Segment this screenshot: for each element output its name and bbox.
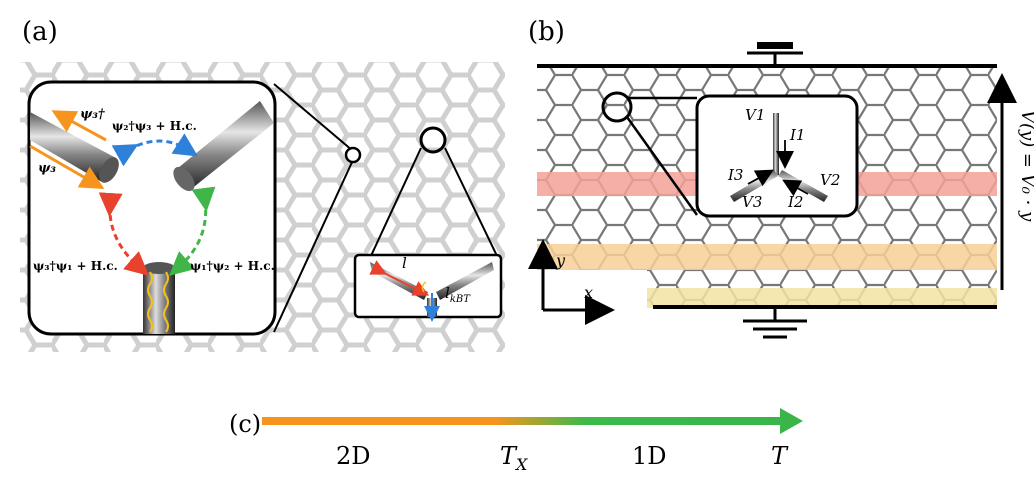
regime-1d-label: 1D: [632, 442, 667, 470]
temperature-bar: [262, 417, 782, 425]
length-l-arrow: [369, 260, 430, 296]
term-31-label: ψ₃†ψ₁ + H.c.: [33, 259, 118, 273]
stripe-orange: [537, 244, 997, 270]
term-23-label: ψ₂†ψ₃ + H.c.: [112, 119, 197, 133]
panel-a-label: (a): [22, 17, 58, 47]
axis-y-label: y: [555, 251, 566, 270]
crossover-label: TX: [500, 442, 528, 474]
zoom-circle-device: [601, 91, 633, 123]
psi3-dagger-label: ψ₃†: [80, 107, 105, 122]
coupling-31-arrow: [98, 192, 150, 276]
v2-label: V2: [820, 171, 840, 189]
psi3-dagger-arrow: [51, 110, 107, 142]
length-lkbt-label: lkBT: [445, 284, 471, 305]
zoom-circle-small: [344, 146, 362, 164]
length-l-label: l: [402, 254, 407, 272]
i3-label: I3: [727, 166, 743, 184]
current-i2-arrow: [782, 179, 809, 197]
voltage-source-symbol: [757, 42, 793, 49]
regime-2d-label: 2D: [336, 442, 371, 470]
term-12-label: ψ₁†ψ₂ + H.c.: [190, 259, 275, 273]
psi3-arrow: [29, 144, 105, 190]
axis-x-label: x: [584, 283, 593, 302]
stripe-yellow: [537, 288, 997, 308]
psi3-label: ψ₃: [38, 161, 56, 176]
nanotube-right: [173, 101, 274, 192]
i1-label: I1: [789, 126, 805, 144]
current-i3-arrow: [747, 169, 774, 187]
voltage-formula-label: V(y) = V₀ · y: [1017, 110, 1034, 222]
nanotube-bottom: [143, 262, 175, 334]
temperature-arrowhead: [780, 408, 803, 434]
panel-b-label: (b): [528, 17, 565, 47]
panel-c-label: (c): [229, 410, 261, 438]
v1-label: V1: [745, 106, 765, 124]
v3-label: V3: [742, 193, 762, 211]
coupling-23-arrow: [111, 133, 199, 167]
panel-c: [262, 408, 803, 434]
panel-b: [528, 42, 1017, 339]
zoom-circle-large: [419, 126, 447, 154]
panel-a: [20, 62, 505, 352]
temperature-axis-label: T: [771, 442, 789, 470]
i2-label: I2: [787, 193, 803, 211]
